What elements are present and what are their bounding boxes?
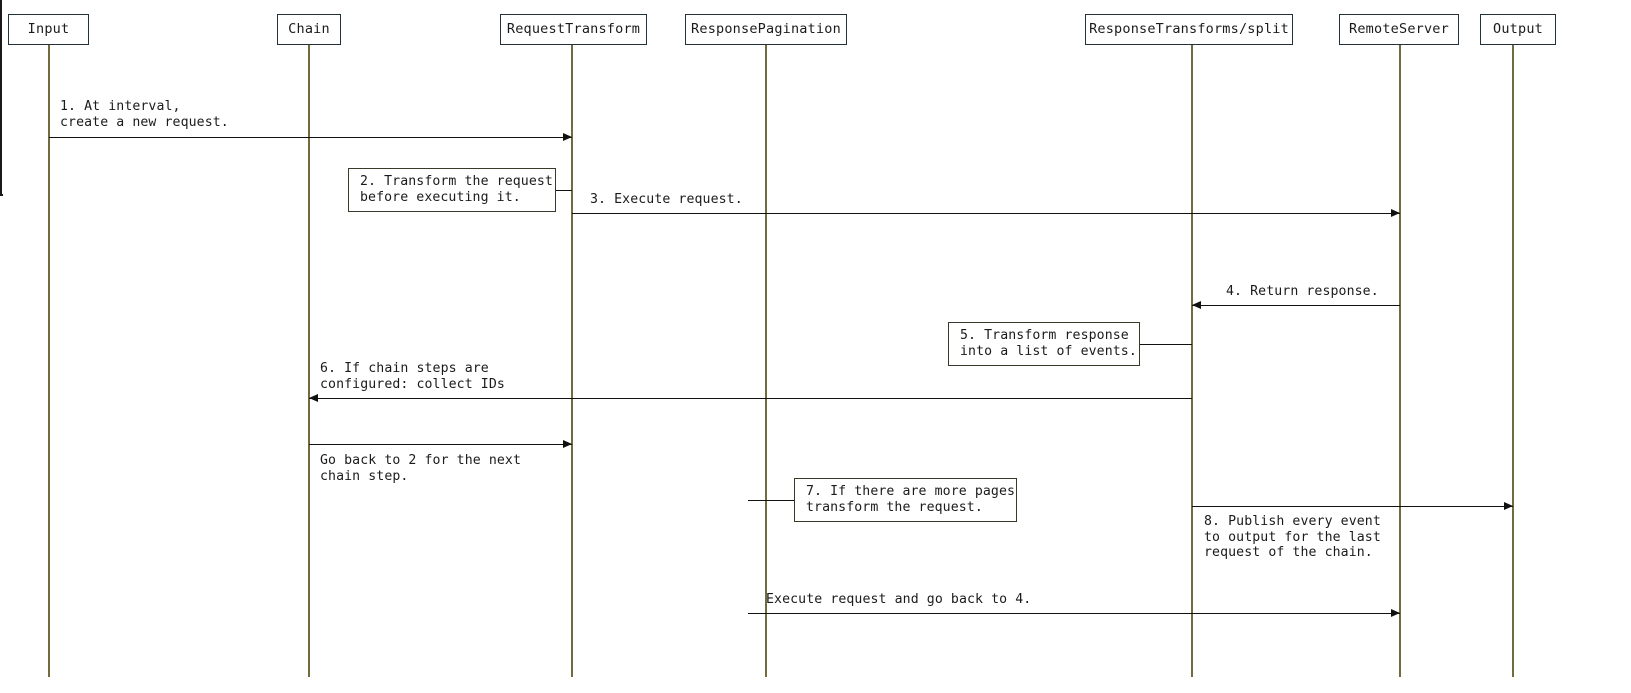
participant-input[interactable]: Input bbox=[8, 14, 89, 45]
lifeline-remote bbox=[1399, 45, 1401, 677]
message-label-x6: Execute request and go back to 4. bbox=[766, 592, 1032, 607]
arrowhead-x4 bbox=[563, 440, 572, 449]
message-line-1 bbox=[49, 137, 572, 139]
lifeline-output bbox=[1512, 45, 1514, 677]
message-line-x6 bbox=[748, 613, 1400, 615]
note-text: 5. Transform response into a list of eve… bbox=[960, 328, 1137, 359]
participant-label: ResponseTransforms/split bbox=[1089, 20, 1289, 37]
participant-label: RequestTransform bbox=[506, 20, 641, 37]
arrowhead-8 bbox=[1504, 502, 1513, 511]
message-label-x4: Go back to 2 for the next chain step. bbox=[320, 453, 521, 484]
message-label-1: 1. At interval, create a new request. bbox=[60, 99, 229, 130]
arrowhead-6 bbox=[309, 394, 318, 403]
participant-label: Output bbox=[1493, 20, 1543, 37]
lifeline-chain bbox=[308, 45, 310, 677]
message-line-8 bbox=[1192, 506, 1513, 508]
message-line-3 bbox=[572, 213, 1400, 215]
message-label-4: 4. Return response. bbox=[1226, 284, 1379, 299]
page-edge-artifact-corner bbox=[0, 194, 3, 196]
message-line-6 bbox=[309, 398, 1192, 400]
lifeline-input bbox=[48, 45, 50, 677]
participant-remote[interactable]: RemoteServer bbox=[1339, 14, 1459, 45]
participant-label: RemoteServer bbox=[1349, 20, 1449, 37]
message-line-x4 bbox=[309, 444, 572, 446]
note-connector-5 bbox=[1140, 344, 1192, 346]
arrowhead-4 bbox=[1192, 301, 1201, 310]
note-box-5[interactable]: 5. Transform response into a list of eve… bbox=[948, 322, 1140, 366]
arrowhead-x6 bbox=[1391, 609, 1400, 618]
participant-reqxform[interactable]: RequestTransform bbox=[500, 14, 647, 45]
participant-output[interactable]: Output bbox=[1480, 14, 1556, 45]
message-line-4 bbox=[1192, 305, 1400, 307]
note-text: 2. Transform the request before executin… bbox=[360, 174, 553, 205]
page-edge-artifact bbox=[0, 0, 2, 196]
note-box-2[interactable]: 2. Transform the request before executin… bbox=[348, 168, 556, 212]
message-label-3: 3. Execute request. bbox=[590, 192, 743, 207]
participant-label: ResponsePagination bbox=[691, 20, 841, 37]
participant-respage[interactable]: ResponsePagination bbox=[685, 14, 847, 45]
participant-label: Chain bbox=[288, 20, 330, 37]
participant-chain[interactable]: Chain bbox=[277, 14, 341, 45]
note-box-7[interactable]: 7. If there are more pages transform the… bbox=[794, 478, 1017, 522]
participant-respsplit[interactable]: ResponseTransforms/split bbox=[1085, 14, 1293, 45]
participant-label: Input bbox=[27, 20, 70, 37]
arrowhead-3 bbox=[1391, 209, 1400, 218]
note-text: 7. If there are more pages transform the… bbox=[806, 484, 1016, 515]
message-label-8: 8. Publish every event to output for the… bbox=[1204, 514, 1381, 561]
lifeline-respage bbox=[765, 45, 767, 677]
note-connector-7 bbox=[748, 500, 794, 502]
note-connector-2 bbox=[556, 190, 572, 192]
lifeline-respsplit bbox=[1191, 45, 1193, 677]
message-label-6: 6. If chain steps are configured: collec… bbox=[320, 361, 505, 392]
arrowhead-1 bbox=[563, 133, 572, 142]
lifeline-reqxform bbox=[571, 45, 573, 677]
